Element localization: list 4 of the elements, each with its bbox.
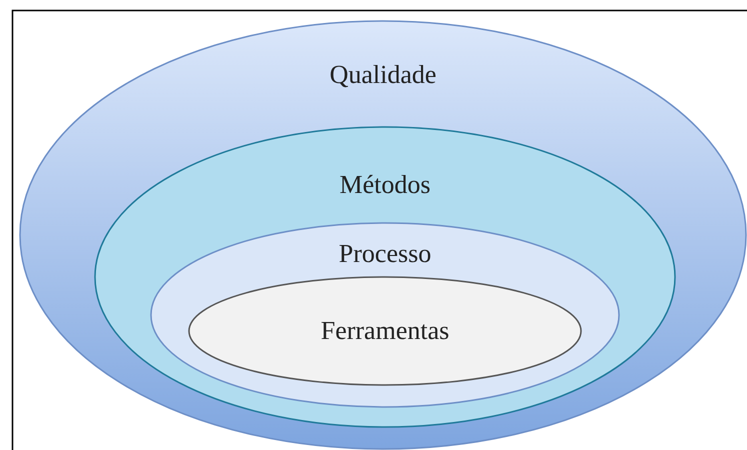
ellipse-label: Métodos <box>338 170 432 200</box>
ellipse-label: Ferramentas <box>320 316 450 346</box>
ellipse-label: Qualidade <box>328 60 438 90</box>
ellipse-label: Processo <box>338 239 432 269</box>
